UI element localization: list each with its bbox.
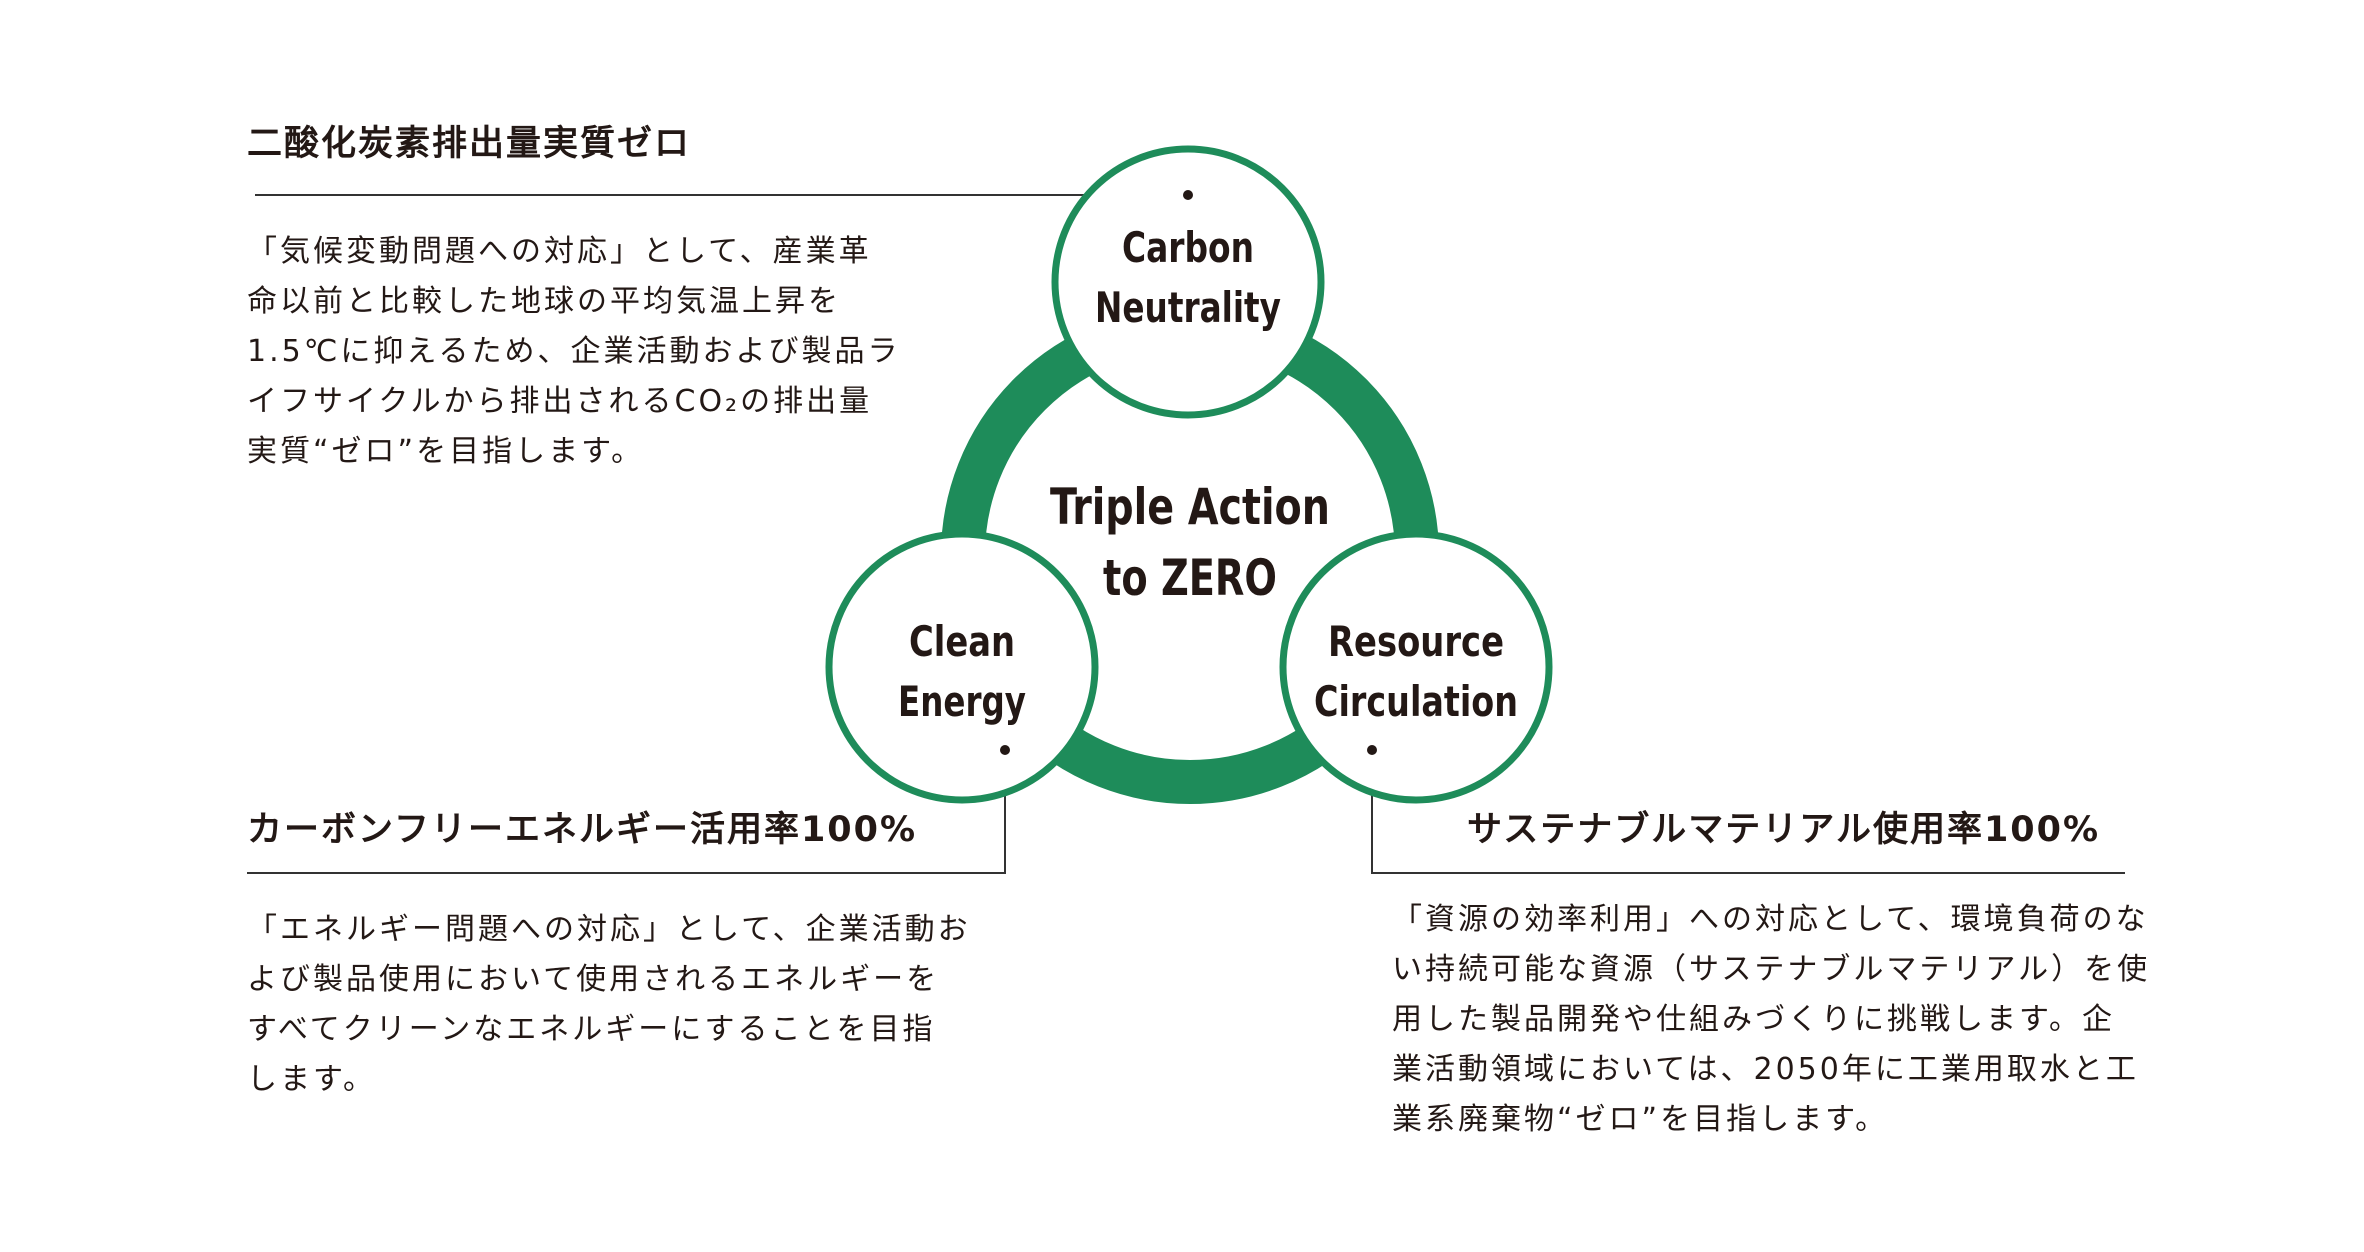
- leader-dot-resource: [1367, 745, 1377, 755]
- resource-circulation-heading: サステナブルマテリアル使用率100%: [1467, 810, 2101, 850]
- node-circle-carbon: [1051, 145, 1325, 419]
- node-label-resource-line1: Resource: [1328, 617, 1504, 666]
- node-circle-clean: [825, 530, 1099, 804]
- resource-circulation-description: 「資源の効率利用」への対応として、環境負荷のな い持続可能な資源（サステナブルマ…: [1392, 902, 2151, 1137]
- clean-energy-description: 「エネルギー問題への対応」として、企業活動お よび製品使用において使用されるエネ…: [247, 912, 971, 1097]
- node-circle-resource: [1279, 530, 1553, 804]
- node-label-carbon-line1: Carbon: [1122, 223, 1254, 272]
- node-label-clean-line1: Clean: [909, 617, 1015, 666]
- carbon-neutrality-heading: 二酸化炭素排出量実質ゼロ: [247, 124, 692, 164]
- center-title-line1: Triple Action: [1050, 478, 1330, 536]
- leader-dot-carbon: [1183, 190, 1193, 200]
- node-label-clean-line2: Energy: [898, 677, 1026, 726]
- node-label-carbon-line2: Neutrality: [1095, 283, 1281, 332]
- carbon-neutrality-description: 「気候変動問題への対応」として、産業革 命以前と比較した地球の平均気温上昇を 1…: [247, 234, 901, 469]
- node-label-resource-line2: Circulation: [1314, 677, 1518, 726]
- clean-energy-heading: カーボンフリーエネルギー活用率100%: [247, 810, 918, 850]
- leader-dot-clean: [1000, 745, 1010, 755]
- center-title-line2: to ZERO: [1103, 549, 1277, 607]
